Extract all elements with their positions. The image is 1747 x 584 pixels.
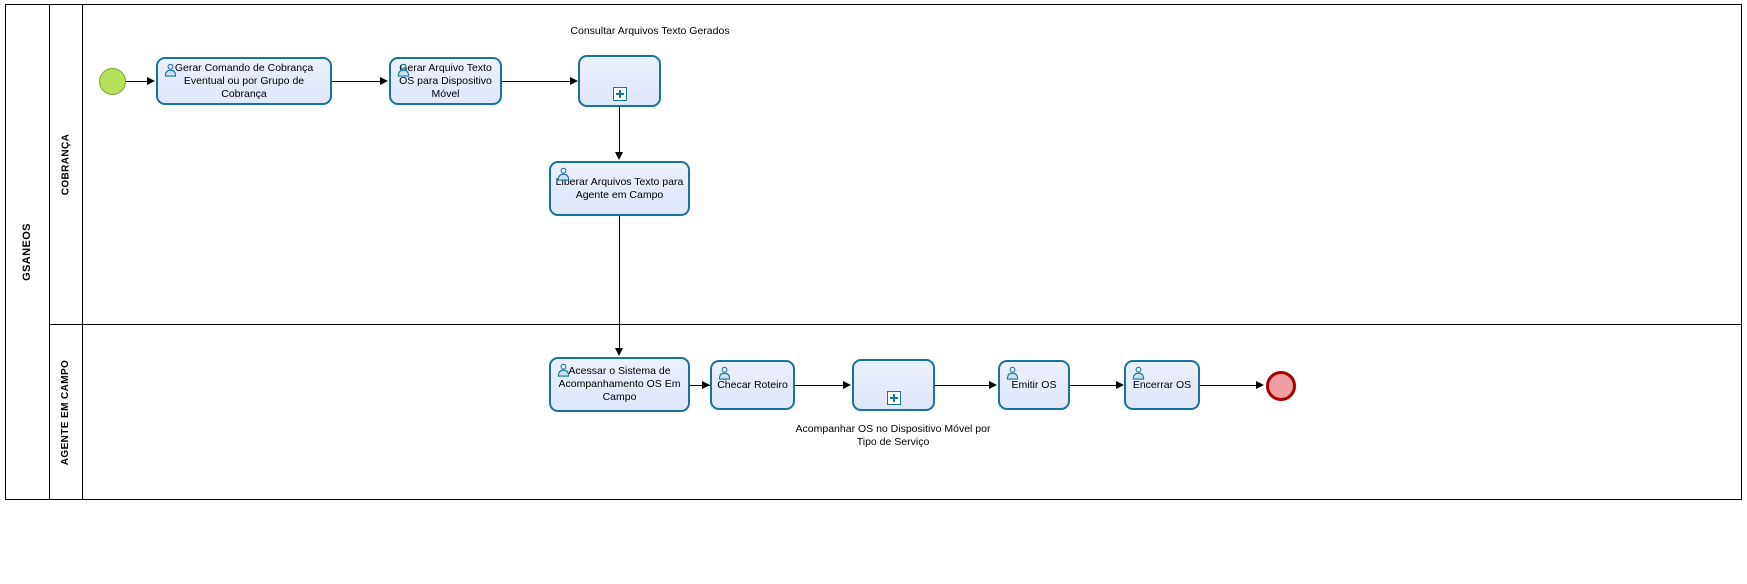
task-emitir-os[interactable]: Emitir OS <box>998 360 1070 410</box>
flow-arrow-sp2-to-t6 <box>989 381 997 389</box>
lane-label-cobranca: COBRANÇA <box>60 133 72 195</box>
user-task-icon <box>718 366 731 380</box>
flow-arrow-t6-to-t7 <box>1116 381 1124 389</box>
subprocess-label-acompanhar-os: Acompanhar OS no Dispositivo Móvel por T… <box>795 423 991 448</box>
flow-sp1-to-t3 <box>619 107 620 158</box>
task-gerar-comando-cobranca[interactable]: Gerar Comando de Cobrança Eventual ou po… <box>156 57 332 105</box>
user-task-icon <box>557 363 570 377</box>
flow-start-to-t1 <box>126 81 149 82</box>
flow-t2-to-sp1 <box>502 81 572 82</box>
flow-t7-to-end <box>1200 385 1258 386</box>
task-label-acessar-sistema-acompanhamento: Acessar o Sistema de Acompanhamento OS E… <box>558 365 681 403</box>
task-acessar-sistema-acompanhamento[interactable]: Acessar o Sistema de Acompanhamento OS E… <box>549 357 690 412</box>
user-task-icon <box>397 63 410 77</box>
lane-divider <box>50 324 1742 325</box>
expand-plus-icon[interactable] <box>612 87 627 101</box>
subprocess-acompanhar-os-dispositivo-movel[interactable]: Acompanhar OS no Dispositivo Móvel por T… <box>852 359 935 411</box>
pool-header: GSANEOS <box>5 4 50 500</box>
lane-label-agente: AGENTE EM CAMPO <box>60 359 72 465</box>
flow-arrow-t4-to-t5 <box>702 381 710 389</box>
flow-t6-to-t7 <box>1070 385 1118 386</box>
flow-arrow-start-to-t1 <box>147 77 155 85</box>
task-liberar-arquivos-texto[interactable]: Liberar Arquivos Texto para Agente em Ca… <box>549 161 690 216</box>
lane-header-agente: AGENTE EM CAMPO <box>50 324 83 500</box>
pool-label: GSANEOS <box>21 223 33 281</box>
flow-t1-to-t2 <box>332 81 382 82</box>
user-task-icon <box>1132 366 1145 380</box>
task-gerar-arquivo-texto[interactable]: Gerar Arquivo Texto OS para Dispositivo … <box>389 57 502 105</box>
subprocess-label-consultar-arquivos: Consultar Arquivos Texto Gerados <box>570 25 730 37</box>
user-task-icon <box>1006 366 1019 380</box>
task-label-encerrar-os: Encerrar OS <box>1132 378 1192 391</box>
task-label-checar-roteiro: Checar Roteiro <box>717 378 788 391</box>
flow-arrow-sp1-to-t3 <box>615 152 623 160</box>
flow-arrow-t1-to-t2 <box>380 77 388 85</box>
flow-t4-to-t5 <box>690 385 712 386</box>
task-checar-roteiro[interactable]: Checar Roteiro <box>710 360 795 410</box>
task-label-emitir-os: Emitir OS <box>1011 378 1057 391</box>
flow-arrow-t3-to-t4 <box>615 348 623 356</box>
user-task-icon <box>164 63 177 77</box>
flow-arrow-t5-to-sp2 <box>843 381 851 389</box>
task-label-liberar-arquivos-texto: Liberar Arquivos Texto para Agente em Ca… <box>555 175 684 201</box>
flow-t5-to-sp2 <box>795 385 845 386</box>
task-label-gerar-comando-cobranca: Gerar Comando de Cobrança Eventual ou po… <box>174 61 314 100</box>
subprocess-consultar-arquivos-texto-gerados[interactable]: Consultar Arquivos Texto Gerados <box>578 55 661 107</box>
task-label-gerar-arquivo-texto: Gerar Arquivo Texto OS para Dispositivo … <box>399 61 492 100</box>
user-task-icon <box>557 167 570 181</box>
end-event[interactable] <box>1266 371 1296 401</box>
flow-arrow-t7-to-end <box>1256 381 1264 389</box>
start-event[interactable] <box>99 68 126 95</box>
task-encerrar-os[interactable]: Encerrar OS <box>1124 360 1200 410</box>
expand-plus-icon[interactable] <box>886 391 901 405</box>
flow-t3-to-t4 <box>619 216 620 353</box>
lane-header-cobranca: COBRANÇA <box>50 4 83 324</box>
flow-sp2-to-t6 <box>935 385 991 386</box>
flow-arrow-t2-to-sp1 <box>570 77 578 85</box>
